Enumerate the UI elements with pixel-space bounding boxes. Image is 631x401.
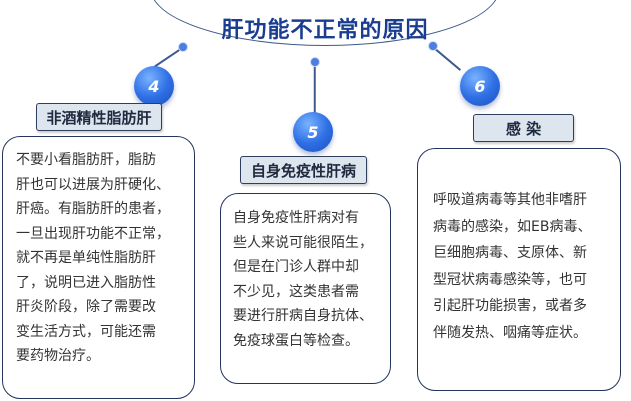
- cause-5-line: 要进行肝病自身抗体、: [233, 308, 373, 324]
- cause-6-line: 型冠状病毒感染等，也可: [433, 271, 587, 288]
- cause-4-line: 不要小看脂肪肝，脂肪: [16, 152, 156, 168]
- cause-4-line: 要药物治疗。: [16, 348, 100, 364]
- connector-dot-5: [310, 57, 320, 67]
- cause-4-label: 非酒精性脂肪肝: [36, 103, 162, 131]
- cause-5-card: 自身免疫性肝病对有 些人来说可能很陌生， 但是在门诊人群中却 不少见，这类患者需…: [220, 193, 391, 384]
- cause-4-line: 就不再是单纯性脂肪肝: [16, 250, 156, 266]
- cause-5-label: 自身免疫性肝病: [240, 156, 367, 184]
- cause-4-number-badge: 4: [134, 66, 174, 106]
- cause-6-card: 呼吸道病毒等其他非嗜肝 病毒的感染，如EB病毒、 巨细胞病毒、支原体、新 型冠状…: [417, 148, 621, 391]
- cause-6-line: 巨细胞病毒、支原体、新: [433, 245, 587, 261]
- cause-4-line: 肝癌。有脂肪肝的患者，: [16, 201, 170, 217]
- connector-5: [314, 62, 316, 118]
- cause-6-line: 呼吸道病毒等其他非嗜肝: [433, 192, 587, 208]
- cause-6-label: 感 染: [473, 114, 574, 142]
- cause-5-line: 但是在门诊人群中却: [233, 259, 359, 275]
- connector-6: [432, 46, 462, 71]
- cause-5-line: 些人来说可能很陌生，: [233, 234, 373, 251]
- connector-dot-6: [428, 41, 438, 51]
- diagram-title: 肝功能不正常的原因: [221, 18, 429, 43]
- cause-4-line: 一旦出现肝功能不正常，: [16, 225, 170, 242]
- cause-5-line: 不少见，这类患者需: [233, 283, 359, 300]
- cause-6-number-badge: 6: [460, 66, 500, 106]
- cause-6-line: 引起肝功能损害，或者多: [433, 298, 587, 314]
- cause-5-line: 自身免疫性肝病对有: [233, 210, 359, 226]
- cause-4-line: 肝炎阶段，除了需要改: [16, 299, 156, 315]
- cause-6-line: 伴随发热、咽痛等症状。: [433, 324, 587, 341]
- cause-4-line: 变生活方式，可能还需: [16, 323, 156, 340]
- cause-4-card: 不要小看脂肪肝，脂肪 肝也可以进展为肝硬化、 肝癌。有脂肪肝的患者， 一旦出现肝…: [2, 136, 195, 399]
- cause-4-line: 肝也可以进展为肝硬化、: [16, 176, 170, 193]
- connector-dot-4: [178, 42, 188, 52]
- cause-5-line: 免疫球蛋白等检查。: [233, 332, 359, 349]
- cause-6-line: 病毒的感染，如EB病毒、: [433, 218, 592, 235]
- cause-4-line: 了，说明已进入脂肪性: [16, 274, 156, 291]
- cause-5-number-badge: 5: [293, 112, 333, 152]
